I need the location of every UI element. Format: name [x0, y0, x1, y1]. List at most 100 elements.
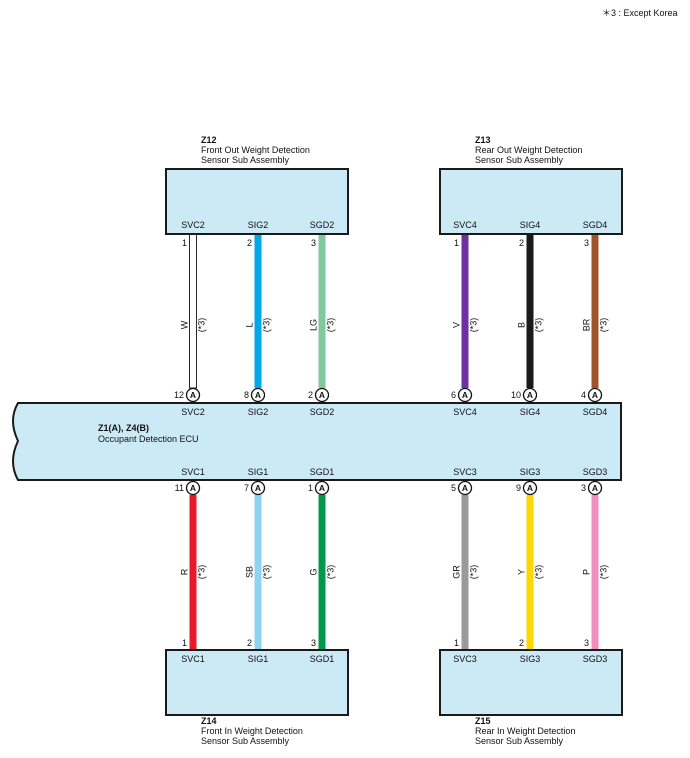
z14-svc1-pin-number: 1 — [182, 638, 187, 648]
footnote-except-korea: ＊3 : Except Korea — [602, 8, 678, 18]
z15-svc3-ecu-connector-letter: A — [462, 483, 468, 493]
z15-sig3-ecu-connector-letter: A — [527, 483, 533, 493]
z13-svc4-pin-label: SVC4 — [453, 220, 477, 230]
z14-sig1-pin-number: 2 — [247, 638, 252, 648]
z14-name-line1: Front In Weight Detection — [201, 726, 303, 736]
z14-svc1-ecu-pin-number: 11 — [175, 483, 184, 493]
z12-sgd2-pin-label: SGD2 — [310, 220, 335, 230]
z15-sig3-pin-label: SIG3 — [520, 654, 541, 664]
z12-sgd2-ecu-pin-number: 2 — [308, 390, 313, 400]
z13-sgd4-ecu-pin-label: SGD4 — [583, 407, 608, 417]
z13-sgd4-ecu-connector-circle — [587, 387, 603, 403]
z12-svc2-wire-note: (*3) — [196, 318, 206, 333]
z14-sig1-wire-note: (*3) — [261, 565, 271, 580]
z13-connector-id: Z13 — [475, 135, 491, 145]
z15-sig3-pin-number: 2 — [519, 638, 524, 648]
z15-sgd3-pin-label: SGD3 — [583, 654, 608, 664]
z15-sgd3-wire-note: (*3) — [598, 565, 608, 580]
z14-sgd1-wire — [318, 495, 326, 650]
z13-sig4-wire-color: B — [516, 322, 526, 328]
z14-sig1-ecu-pin-label: SIG1 — [248, 467, 269, 477]
z15-svc3-wire-note: (*3) — [468, 565, 478, 580]
z12-sgd2-ecu-pin-label: SGD2 — [310, 407, 335, 417]
z14-sig1-wire — [254, 495, 262, 650]
z15-svc3-pin-label: SVC3 — [453, 654, 477, 664]
z15-svc3-wire — [461, 495, 469, 650]
z12-sig2-pin-number: 2 — [247, 238, 252, 248]
z14-sig1-wire-color: SB — [244, 566, 254, 578]
z13-sgd4-wire-color: BR — [581, 318, 591, 331]
z13-name-line1: Rear Out Weight Detection — [475, 145, 582, 155]
z15-sig3-wire-color: Y — [516, 569, 526, 575]
z13-sig4-wire-note: (*3) — [533, 318, 543, 333]
z12-sgd2-pin-number: 3 — [311, 238, 316, 248]
z12-svc2-wire-color: W — [179, 320, 189, 329]
z12-sig2-wire-color: L — [244, 322, 254, 327]
z13-sig4-ecu-connector-letter: A — [527, 390, 533, 400]
z15-svc3-ecu-pin-number: 5 — [451, 483, 456, 493]
z13-svc4-wire — [461, 234, 469, 388]
z15-sig3-ecu-pin-label: SIG3 — [520, 467, 541, 477]
z12-sig2-ecu-pin-number: 8 — [244, 390, 249, 400]
z12-svc2-pin-label: SVC2 — [181, 220, 205, 230]
z14-sig1-pin-label: SIG1 — [248, 654, 269, 664]
z13-sig4-ecu-connector-circle — [522, 387, 538, 403]
z13-connector-box — [439, 168, 623, 235]
z13-sig4-pin-number: 2 — [519, 238, 524, 248]
z12-name-line2: Sensor Sub Assembly — [201, 155, 290, 165]
z13-svc4-pin-number: 1 — [454, 238, 459, 248]
z14-sgd1-pin-number: 3 — [311, 638, 316, 648]
ecu-name: Occupant Detection ECU — [98, 434, 199, 444]
z12-sig2-wire — [254, 234, 262, 388]
z12-sgd2-ecu-connector-circle — [314, 387, 330, 403]
z13-sig4-ecu-pin-number: 10 — [511, 390, 521, 400]
z14-sgd1-ecu-pin-label: SGD1 — [310, 467, 335, 477]
z13-sgd4-wire-note: (*3) — [598, 318, 608, 333]
z13-sig4-wire — [526, 234, 534, 388]
z12-sig2-ecu-connector-circle — [250, 387, 266, 403]
z12-connector-id: Z12 — [201, 135, 217, 145]
z14-sgd1-ecu-connector-letter: A — [319, 483, 325, 493]
z12-svc2-ecu-connector-circle — [185, 387, 201, 403]
z14-svc1-ecu-connector-letter: A — [190, 483, 196, 493]
z14-svc1-wire — [189, 495, 197, 650]
z14-sig1-ecu-connector-letter: A — [255, 483, 261, 493]
z15-connector-id: Z15 — [475, 716, 491, 726]
z13-sgd4-pin-number: 3 — [584, 238, 589, 248]
z15-sgd3-ecu-connector-circle — [587, 480, 603, 496]
z12-connector-box — [165, 168, 349, 235]
z12-sig2-wire-note: (*3) — [261, 318, 271, 333]
z15-name-line2: Sensor Sub Assembly — [475, 736, 564, 746]
z15-connector-box — [439, 649, 623, 716]
z15-sig3-wire-note: (*3) — [533, 565, 543, 580]
z14-connector-box — [165, 649, 349, 716]
z15-svc3-ecu-connector-circle — [457, 480, 473, 496]
z12-sgd2-wire — [318, 234, 326, 388]
z13-sgd4-ecu-pin-number: 4 — [581, 390, 586, 400]
z15-svc3-pin-number: 1 — [454, 638, 459, 648]
z14-sig1-ecu-pin-number: 7 — [244, 483, 249, 493]
z15-sig3-wire — [526, 495, 534, 650]
z13-svc4-ecu-pin-label: SVC4 — [453, 407, 477, 417]
z12-sgd2-ecu-connector-letter: A — [319, 390, 325, 400]
z15-sgd3-wire-color: P — [581, 569, 591, 575]
z15-sgd3-ecu-pin-number: 3 — [581, 483, 586, 493]
z12-svc2-pin-number: 1 — [182, 238, 187, 248]
z14-sgd1-ecu-pin-number: 1 — [308, 483, 313, 493]
z15-sgd3-ecu-pin-label: SGD3 — [583, 467, 608, 477]
z13-svc4-wire-note: (*3) — [468, 318, 478, 333]
z14-svc1-ecu-pin-label: SVC1 — [181, 467, 205, 477]
z13-name-line2: Sensor Sub Assembly — [475, 155, 564, 165]
z15-sig3-ecu-connector-circle — [522, 480, 538, 496]
z13-svc4-ecu-connector-letter: A — [462, 390, 468, 400]
z14-sgd1-wire-note: (*3) — [325, 565, 335, 580]
z15-sgd3-pin-number: 3 — [584, 638, 589, 648]
z14-sgd1-wire-color: G — [308, 568, 318, 575]
z12-sig2-ecu-connector-letter: A — [255, 390, 261, 400]
z15-sgd3-wire — [591, 495, 599, 650]
ecu-body — [12, 402, 622, 481]
z13-svc4-wire-color: V — [451, 322, 461, 328]
z14-svc1-wire-color: R — [179, 568, 189, 575]
z12-svc2-ecu-pin-number: 12 — [174, 390, 184, 400]
